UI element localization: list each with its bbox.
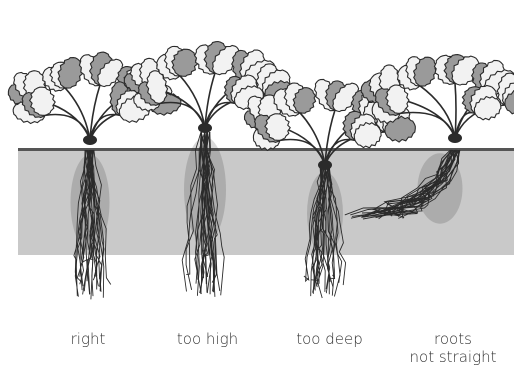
root-mass bbox=[307, 172, 343, 255]
stem bbox=[455, 83, 456, 138]
caption-right-line-1: right bbox=[71, 330, 106, 348]
caption-roots-not-straight-line-2: not straight bbox=[398, 348, 508, 366]
caption-too-deep-line-1: too deep bbox=[296, 330, 363, 348]
caption-right: right bbox=[58, 330, 118, 348]
crown-too-high bbox=[198, 123, 212, 133]
stem bbox=[420, 86, 455, 138]
root-mass bbox=[418, 153, 463, 223]
caption-roots-not-straight: roots not straight bbox=[398, 330, 508, 366]
crown-right bbox=[83, 135, 97, 145]
roots-too-high bbox=[182, 132, 226, 297]
caption-too-high: too high bbox=[160, 330, 255, 348]
caption-roots-not-straight-line-1: roots bbox=[398, 330, 508, 348]
caption-too-high-line-1: too high bbox=[177, 330, 238, 348]
crown-roots-not-straight bbox=[448, 133, 462, 143]
roots-right bbox=[71, 150, 111, 299]
leaves-roots-not-straight bbox=[361, 55, 514, 124]
crown-too-deep bbox=[318, 160, 332, 170]
caption-too-deep: too deep bbox=[282, 330, 377, 348]
root-mass bbox=[184, 137, 226, 243]
root-mass bbox=[71, 155, 110, 251]
